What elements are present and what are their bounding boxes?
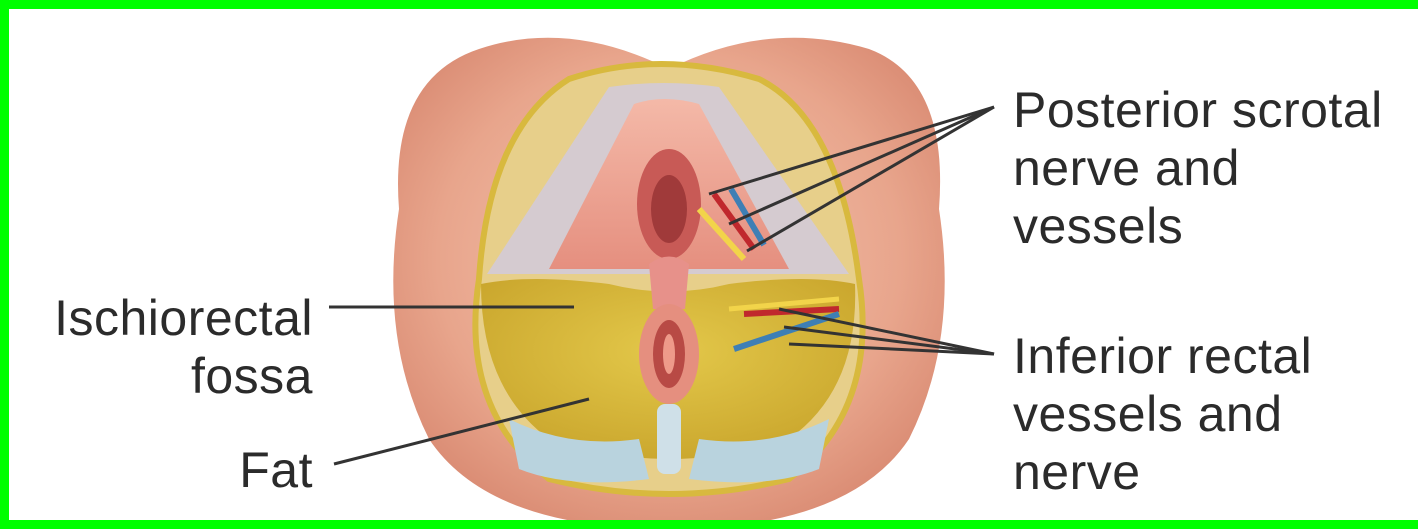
label-line: vessels: [1013, 197, 1383, 255]
label-line: vessels and: [1013, 385, 1312, 443]
perineal-body: [649, 257, 689, 310]
label-posterior-scrotal: Posterior scrotal nerve and vessels: [1013, 81, 1383, 255]
label-line: nerve: [1013, 443, 1312, 501]
label-line: Posterior scrotal: [1013, 81, 1383, 139]
label-line: fossa: [23, 347, 313, 405]
label-line: Ischiorectal: [23, 289, 313, 347]
label-line: nerve and: [1013, 139, 1383, 197]
label-inferior-rectal: Inferior rectal vessels and nerve: [1013, 327, 1312, 501]
label-ischiorectal-fossa: Ischiorectal fossa: [23, 289, 313, 405]
label-fat: Fat: [223, 441, 313, 499]
anococcygeal-body: [657, 404, 681, 474]
label-line: Inferior rectal: [1013, 327, 1312, 385]
